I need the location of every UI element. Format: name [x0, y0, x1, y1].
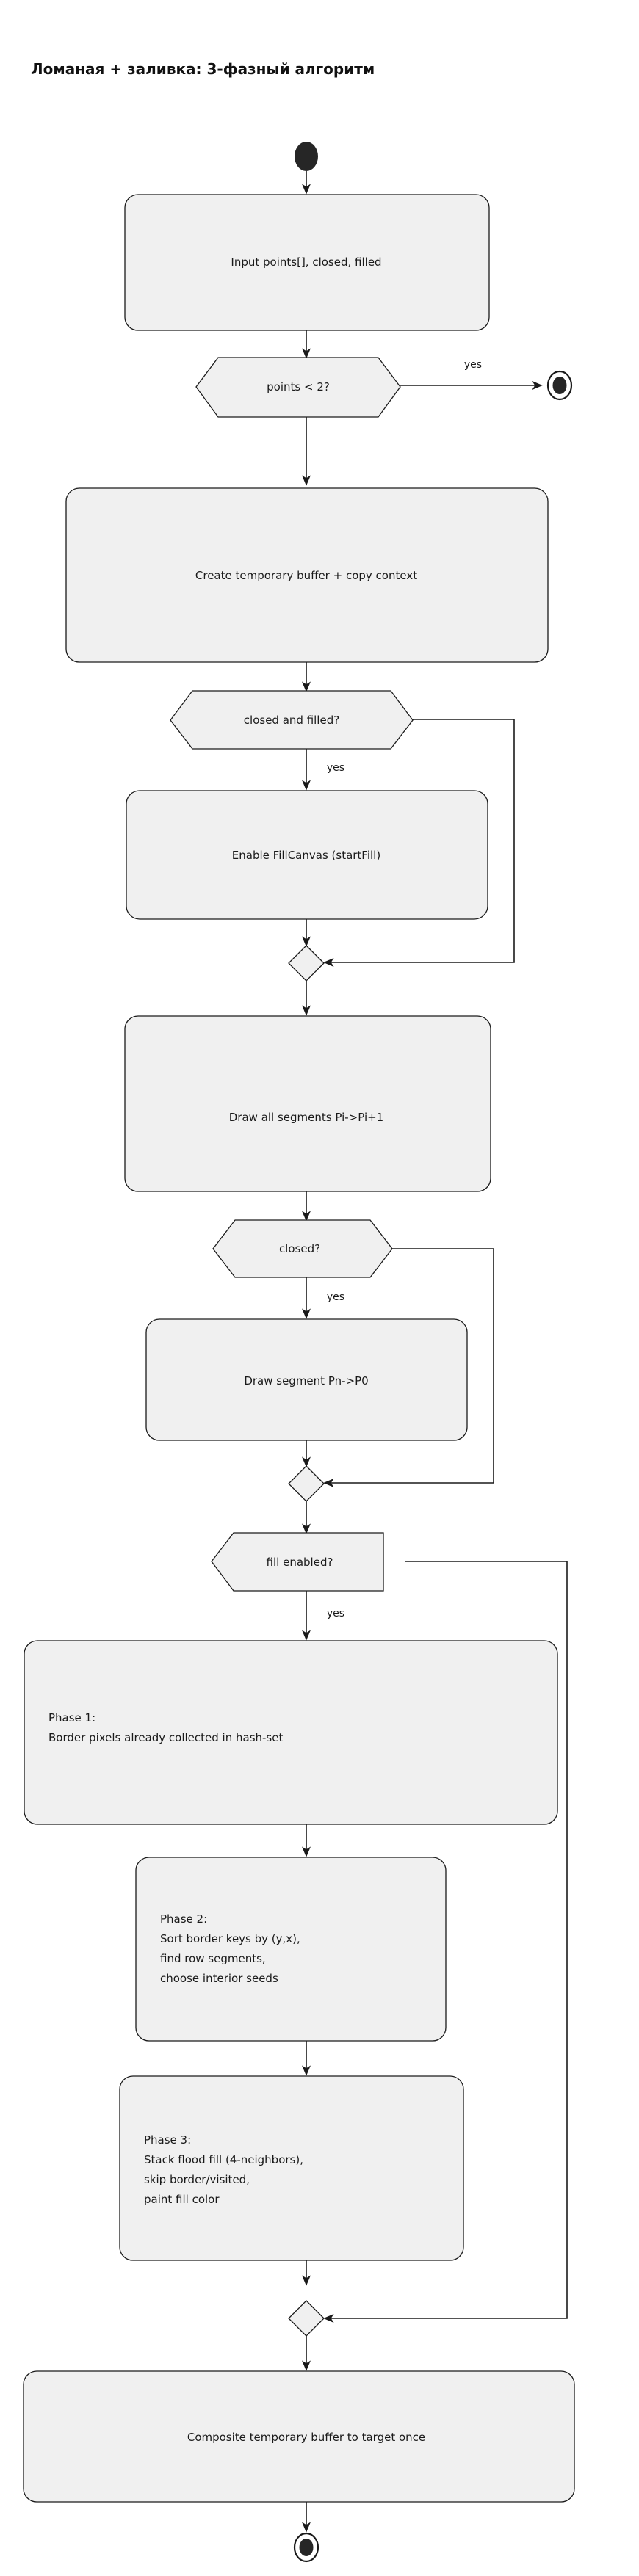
node-closed-and-filled-label: closed and filled? — [244, 714, 339, 727]
node-phase2-line-4: choose interior seeds — [160, 1972, 278, 1985]
merge-diamond-closed — [288, 1465, 325, 1502]
node-phase3-line-3: skip border/visited, — [144, 2173, 250, 2186]
node-fill-enabled[interactable]: fill enabled? — [211, 1532, 384, 1592]
node-phase3-line-4: paint fill color — [144, 2193, 220, 2206]
node-phase1-label: Phase 1: Border pixels already collected… — [48, 1711, 283, 1744]
node-draw-segments-box[interactable] — [124, 1015, 491, 1192]
node-merge-closed — [288, 1465, 325, 1502]
node-closed-and-filled[interactable]: closed and filled? — [170, 690, 414, 750]
node-composite[interactable]: Composite temporary buffer to target onc… — [23, 2370, 575, 2503]
node-draw-segments-label: Draw all segments Pi->Pi+1 — [229, 1111, 383, 1124]
node-check-points-hexagon[interactable] — [195, 357, 401, 418]
node-phase1-box[interactable] — [24, 1640, 558, 1825]
node-draw-closing-box[interactable] — [145, 1318, 468, 1441]
node-check-points[interactable]: points < 2? — [195, 357, 401, 418]
edge-fill-enabled-no-bypass — [323, 1561, 568, 2323]
node-end-final — [293, 2532, 320, 2563]
node-phase2[interactable]: Phase 2: Sort border keys by (y,x), find… — [135, 1857, 447, 2042]
edges — [302, 171, 568, 2533]
node-fill-enabled-hexagon[interactable] — [211, 1532, 384, 1592]
merge-diamond-fill — [288, 945, 325, 982]
edge-label-closed-yes: yes — [327, 1291, 344, 1303]
node-closed[interactable]: closed? — [212, 1219, 393, 1278]
node-phase3[interactable]: Phase 3: Stack flood fill (4-neighbors),… — [119, 2075, 464, 2261]
node-closed-and-filled-hexagon[interactable] — [170, 690, 414, 750]
node-start — [295, 142, 318, 171]
node-phase1-line-1: Phase 1: — [48, 1711, 95, 1724]
node-phase3-line-1: Phase 3: — [144, 2133, 191, 2147]
node-check-points-label: points < 2? — [267, 380, 330, 393]
node-draw-segments[interactable]: Draw all segments Pi->Pi+1 — [124, 1015, 491, 1192]
node-closed-hexagon[interactable] — [212, 1219, 393, 1278]
merge-diamond-fill-done — [288, 2300, 325, 2337]
node-composite-label: Composite temporary buffer to target onc… — [187, 2431, 425, 2444]
node-enable-fill-label: Enable FillCanvas (startFill) — [232, 849, 380, 862]
edge-closed-no-bypass — [323, 1248, 494, 1487]
node-create-buffer-box[interactable] — [65, 487, 549, 663]
node-create-buffer-label: Create temporary buffer + copy context — [195, 569, 417, 582]
node-phase2-line-2: Sort border keys by (y,x), — [160, 1932, 300, 1945]
node-end-early — [546, 370, 573, 401]
node-input-box[interactable] — [124, 194, 490, 331]
end-terminal-early-icon — [552, 377, 567, 394]
edge-label-points-yes: yes — [464, 359, 482, 371]
node-closed-label: closed? — [279, 1242, 320, 1255]
edge-label-closed-filled-yes: yes — [327, 762, 344, 774]
node-create-buffer[interactable]: Create temporary buffer + copy context — [65, 487, 549, 663]
node-phase2-line-3: find row segments, — [160, 1952, 266, 1965]
page-title: Ломаная + заливка: 3-фазный алгоритм — [31, 60, 375, 78]
edge-label-fill-enabled-yes: yes — [327, 1608, 344, 1619]
edge-closed-filled-no-bypass — [323, 719, 515, 967]
node-input-label: Input points[], closed, filled — [231, 255, 381, 269]
node-draw-closing[interactable]: Draw segment Pn->P0 — [145, 1318, 468, 1441]
node-enable-fill-box[interactable] — [126, 790, 488, 920]
node-fill-enabled-label: fill enabled? — [267, 1556, 333, 1569]
node-draw-closing-label: Draw segment Pn->P0 — [244, 1374, 368, 1387]
node-phase3-line-2: Stack flood fill (4-neighbors), — [144, 2153, 303, 2166]
node-phase1-line-2: Border pixels already collected in hash-… — [48, 1731, 283, 1744]
node-phase2-line-1: Phase 2: — [160, 1912, 207, 1926]
node-composite-box[interactable] — [23, 2370, 575, 2503]
node-enable-fill[interactable]: Enable FillCanvas (startFill) — [126, 790, 488, 920]
node-phase3-box[interactable] — [119, 2075, 464, 2261]
node-input[interactable]: Input points[], closed, filled — [124, 194, 490, 331]
end-terminal-final-icon — [299, 2539, 314, 2556]
start-terminal-icon — [295, 142, 318, 171]
node-phase2-box[interactable] — [135, 1857, 447, 2042]
node-phase2-label: Phase 2: Sort border keys by (y,x), find… — [160, 1912, 304, 1985]
node-merge-fill-done — [288, 2300, 325, 2337]
node-phase1[interactable]: Phase 1: Border pixels already collected… — [24, 1640, 558, 1825]
node-phase3-label: Phase 3: Stack flood fill (4-neighbors),… — [144, 2133, 307, 2206]
node-merge-fill — [288, 945, 325, 982]
